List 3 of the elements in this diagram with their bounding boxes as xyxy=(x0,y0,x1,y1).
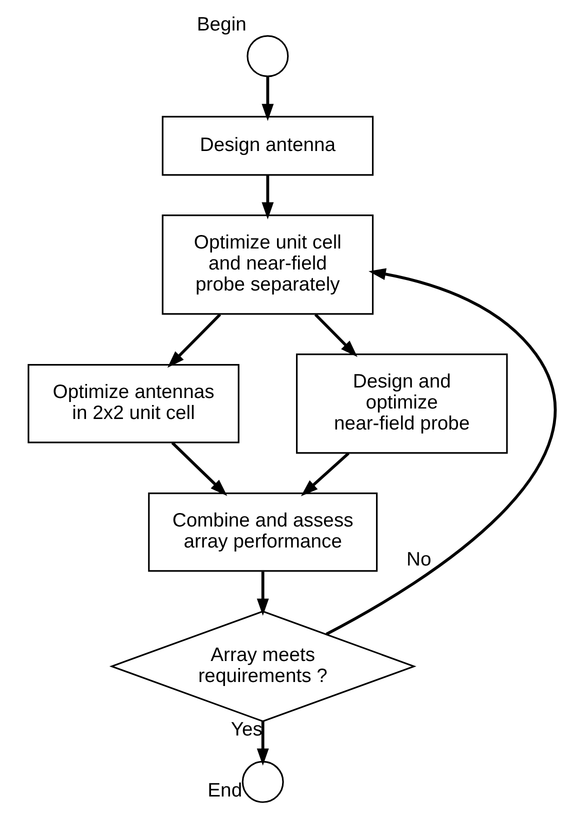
edge-label: No xyxy=(406,548,432,571)
node-label: Begin xyxy=(196,13,246,36)
node-label: End xyxy=(208,780,242,802)
